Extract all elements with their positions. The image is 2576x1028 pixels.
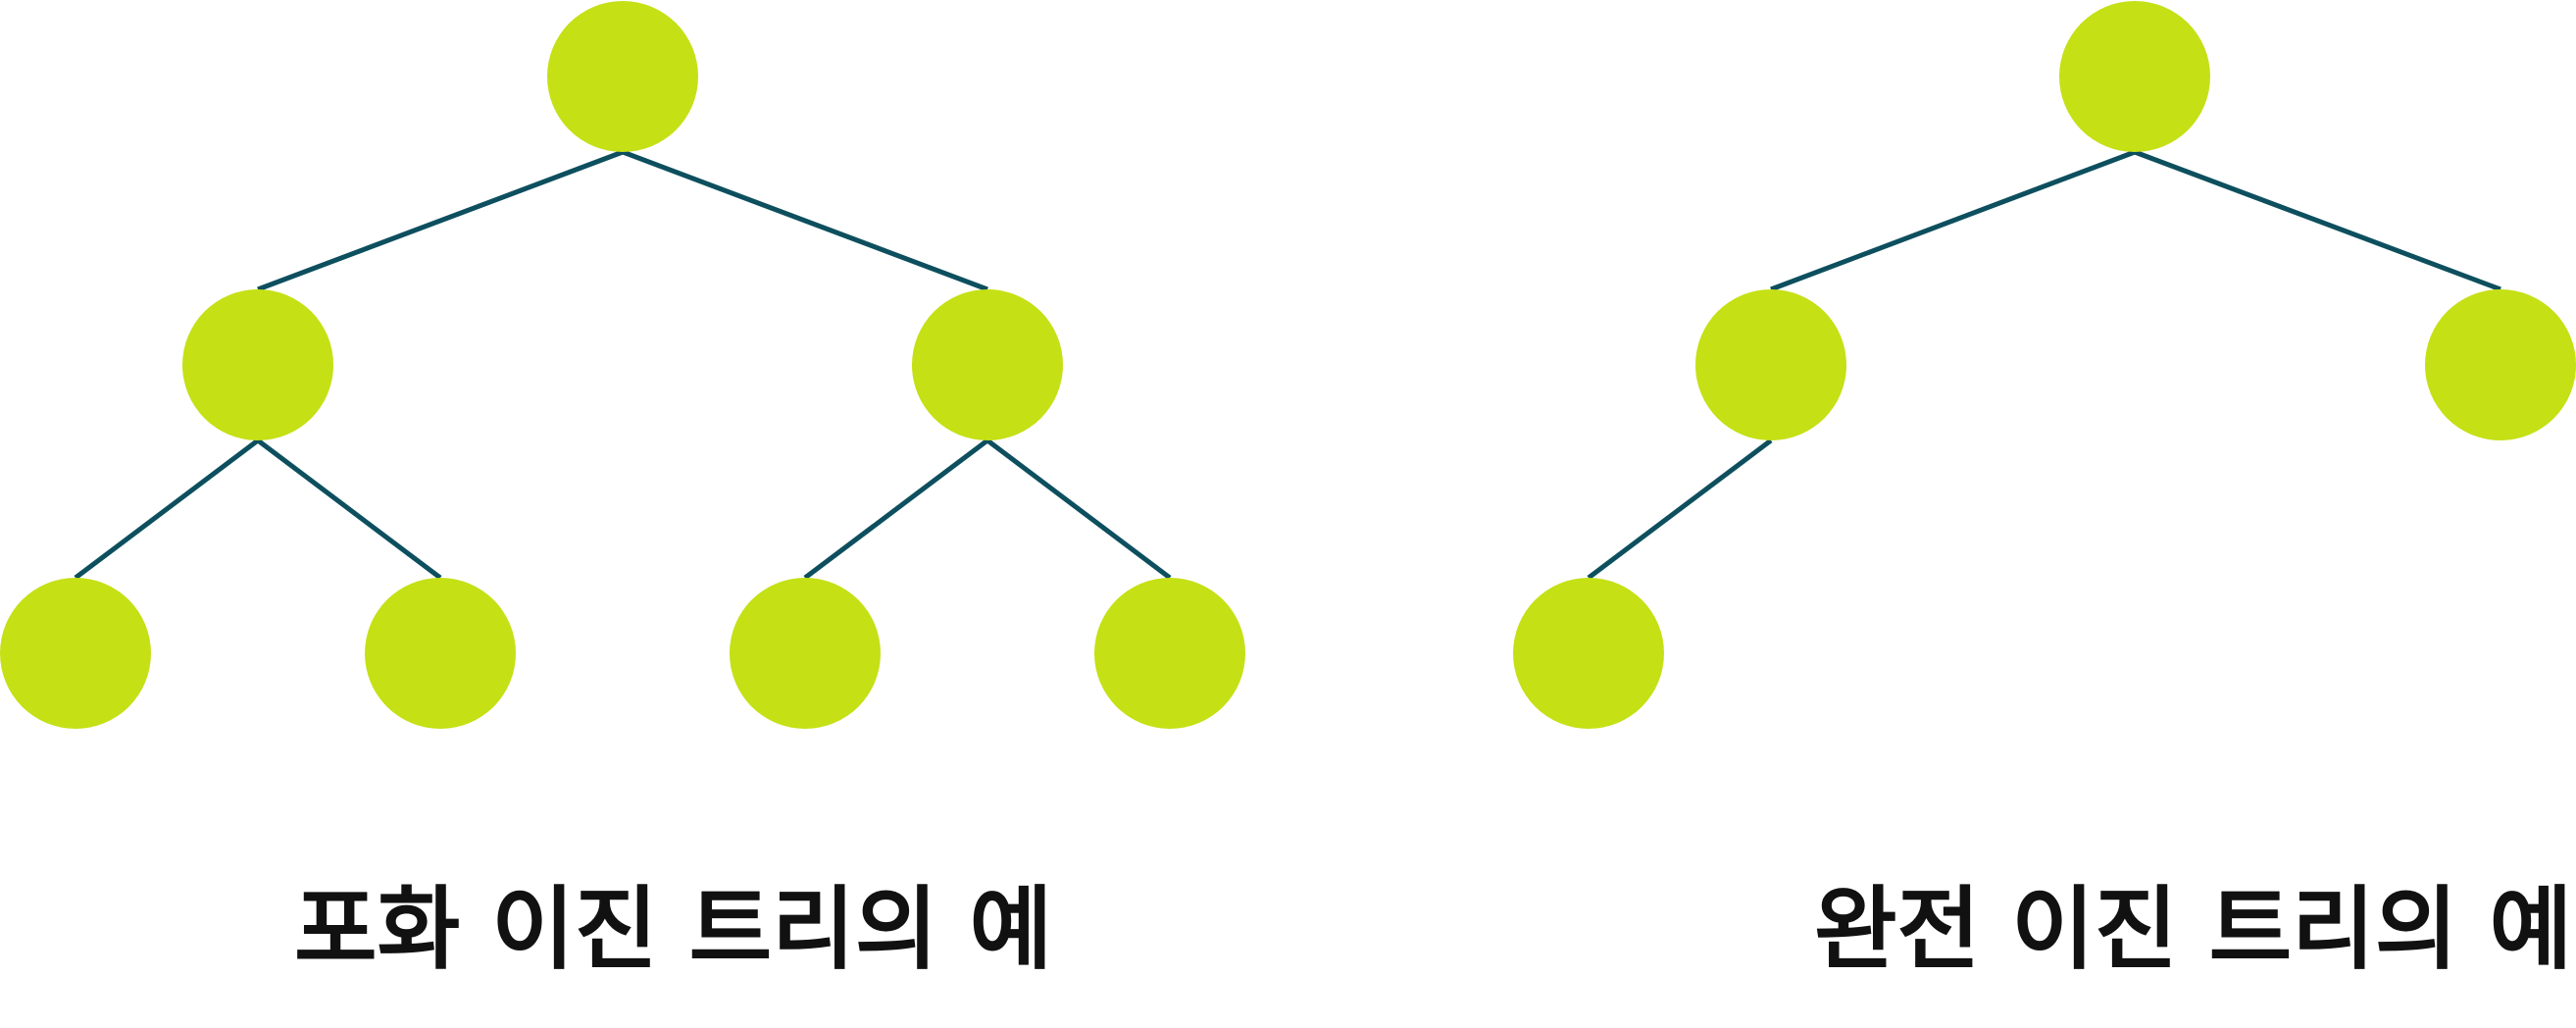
tree-edge-root-l <box>257 149 624 292</box>
tree-node-rr <box>1094 578 1245 729</box>
tree-node-lr <box>365 578 516 729</box>
tree-node-rl <box>730 578 881 729</box>
tree-edge-l-ll <box>74 438 260 580</box>
tree-edge-l-ll <box>1587 438 1773 580</box>
full-binary-tree <box>0 1 1245 729</box>
tree-edge-r-rl <box>803 438 989 580</box>
tree-edge-root-r <box>622 149 988 292</box>
tree-edge-root-r <box>2134 149 2501 292</box>
tree-edge-l-lr <box>256 438 442 580</box>
tree-node-ll <box>1513 578 1664 729</box>
complete-binary-tree <box>1513 1 2576 729</box>
complete-binary-tree-caption: 완전 이진 트리의 예 <box>1814 877 2573 982</box>
tree-edge-r-rr <box>985 438 1172 580</box>
tree-node-root <box>2059 1 2210 152</box>
tree-node-l <box>182 289 333 440</box>
tree-node-l <box>1695 289 1846 440</box>
tree-node-r <box>2425 289 2576 440</box>
full-binary-tree-caption: 포화 이진 트리의 예 <box>294 877 1053 982</box>
tree-node-root <box>547 1 698 152</box>
tree-edge-root-l <box>1770 149 2136 292</box>
tree-node-r <box>912 289 1063 440</box>
tree-node-ll <box>0 578 151 729</box>
